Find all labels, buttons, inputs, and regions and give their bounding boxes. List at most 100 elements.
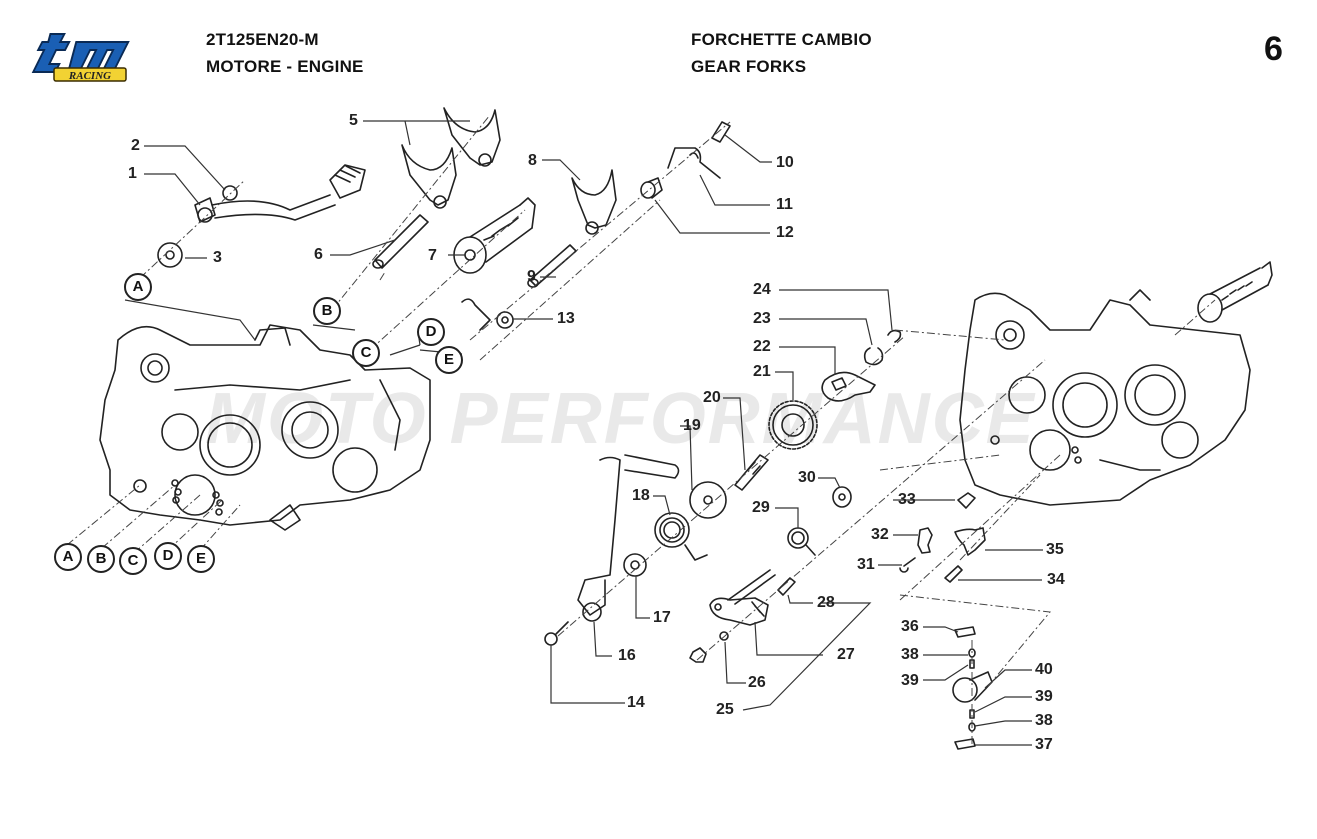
- washer-17: [623, 553, 647, 577]
- callout-16: 16: [618, 647, 636, 664]
- callout-11: 11: [776, 196, 793, 213]
- callout-7: 7: [428, 247, 437, 264]
- callout-39-bottom: 39: [1035, 688, 1053, 705]
- bolt-28: [777, 577, 796, 596]
- bushing-30: [832, 486, 852, 508]
- ref-marker-b-bottom: B: [87, 545, 115, 573]
- assembly-lines: [66, 114, 1216, 745]
- callout-12: 12: [776, 224, 794, 241]
- callout-34: 34: [1047, 571, 1065, 588]
- ref-marker-e-bottom: E: [187, 545, 215, 573]
- bolt-part: [711, 121, 731, 143]
- pad-36: [954, 626, 976, 638]
- circlip-part: [222, 185, 238, 201]
- reference-lines: [124, 299, 463, 356]
- shift-fork-single: [571, 169, 617, 235]
- callout-14: 14: [627, 694, 645, 711]
- callout-1: 1: [128, 165, 137, 182]
- callout-6: 6: [314, 246, 323, 263]
- callout-3: 3: [213, 249, 222, 266]
- ref-marker-b-top: B: [313, 297, 341, 325]
- washer-19: [689, 481, 727, 519]
- ref-marker-a-top: A: [124, 273, 152, 301]
- ratchet-plate-22: [821, 371, 876, 402]
- ref-marker-c-top: C: [352, 339, 380, 367]
- spring-29: [787, 527, 816, 556]
- ref-marker-d-top: D: [417, 318, 445, 346]
- callout-19: 19: [683, 417, 701, 434]
- leader-lines: [144, 120, 1043, 746]
- callout-40: 40: [1035, 661, 1053, 678]
- crankcase-right: [959, 289, 1251, 506]
- gear-shift-lever: [194, 164, 366, 223]
- clip-24: [887, 329, 902, 343]
- callout-32: 32: [871, 526, 889, 543]
- watermark: MOTO PERFORMANCE: [205, 379, 1036, 459]
- callout-25: 25: [716, 701, 734, 718]
- shift-drum-right: [1197, 261, 1273, 323]
- callout-24: 24: [753, 281, 771, 298]
- callout-9: 9: [527, 268, 536, 285]
- callout-5: 5: [349, 112, 358, 129]
- page-number: 6: [1264, 30, 1283, 68]
- callout-33: 33: [898, 491, 916, 508]
- callout-38-bottom: 38: [1035, 712, 1053, 729]
- crankcase-left: [99, 324, 431, 531]
- page-title-italian: FORCHETTE CAMBIO: [691, 30, 872, 49]
- callout-10: 10: [776, 154, 794, 171]
- ref-marker-c-bottom: C: [119, 547, 147, 575]
- model-code: 2T125EN20-M: [206, 30, 319, 49]
- callout-21: 21: [753, 363, 771, 380]
- callout-30: 30: [798, 469, 816, 486]
- screw-31: [899, 557, 916, 573]
- callout-36: 36: [901, 618, 919, 635]
- callout-1-label: 2: [131, 137, 140, 154]
- circlip-23: [863, 347, 884, 366]
- spring-39-bottom: [969, 709, 975, 719]
- bolt-33: [957, 492, 976, 509]
- callout-27: 27: [837, 646, 855, 663]
- callout-17: 17: [653, 609, 671, 626]
- spring-39-top: [969, 659, 975, 669]
- ref-marker-e-top: E: [435, 346, 463, 374]
- callout-29: 29: [752, 499, 770, 516]
- spring-18: [654, 512, 708, 561]
- callout-22: 22: [753, 338, 771, 355]
- callout-13: 13: [557, 310, 575, 327]
- callout-26: 26: [748, 674, 766, 691]
- ref-marker-a-bottom: A: [54, 543, 82, 571]
- callout-20: 20: [703, 389, 721, 406]
- callout-39-top: 39: [901, 672, 919, 689]
- callout-23: 23: [753, 310, 771, 327]
- callout-38-top: 38: [901, 646, 919, 663]
- shift-forks: [401, 107, 501, 209]
- tm-racing-logo: RACING: [30, 28, 145, 83]
- nut-25: [689, 647, 707, 663]
- bushing-part: [640, 177, 663, 199]
- callout-35: 35: [1046, 541, 1064, 558]
- pad-37: [954, 738, 976, 750]
- screw-34: [944, 565, 963, 583]
- kick-shaft-20: [734, 454, 769, 491]
- logo-subtext: RACING: [68, 70, 111, 82]
- plate-35: [954, 527, 986, 556]
- washer-26: [719, 631, 729, 641]
- page-title-english: GEAR FORKS: [691, 57, 807, 76]
- shift-drum: [453, 197, 536, 274]
- callout-18: 18: [632, 487, 650, 504]
- callout-28: 28: [817, 594, 835, 611]
- fork-shaft: [372, 214, 429, 269]
- ref-marker-d-bottom: D: [154, 542, 182, 570]
- kick-gear-21: [768, 400, 818, 450]
- washer-part: [157, 242, 183, 268]
- callout-37: 37: [1035, 736, 1053, 753]
- section-title: MOTORE - ENGINE: [206, 57, 364, 76]
- switch-40: [952, 671, 993, 703]
- callout-31: 31: [857, 556, 875, 573]
- kickstart-lever: [577, 454, 680, 622]
- selector-part: [461, 298, 514, 331]
- ratchet-27: [709, 569, 776, 626]
- bracket-32: [917, 527, 933, 554]
- bolt-14: [544, 621, 569, 646]
